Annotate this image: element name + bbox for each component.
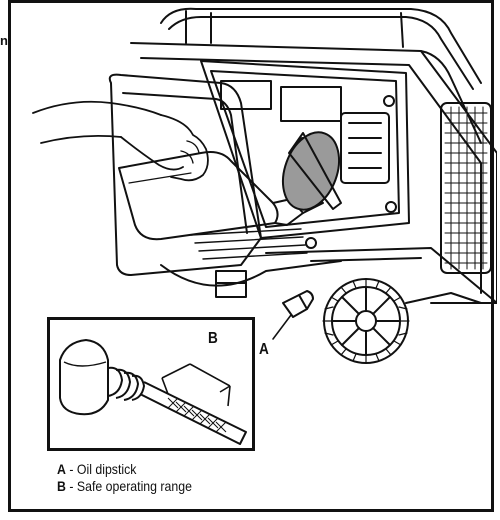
legend-text: Oil dipstick bbox=[76, 461, 137, 477]
step-text-fragment: n. bbox=[0, 33, 12, 48]
callout-b-inset: B bbox=[208, 330, 218, 347]
callout-a: A bbox=[259, 341, 269, 358]
legend-item-b: B - Safe operating range bbox=[57, 478, 192, 495]
figure-frame: B A A - Oil dipstick B - Safe operating … bbox=[8, 0, 497, 512]
legend-separator: - bbox=[65, 461, 77, 477]
legend-item-a: A - Oil dipstick bbox=[57, 461, 192, 478]
dipstick-closeup-illustration bbox=[59, 339, 247, 445]
legend-key: B bbox=[57, 478, 66, 494]
legend-text: Safe operating range bbox=[76, 478, 192, 494]
legend-key: A bbox=[57, 461, 66, 477]
legend-separator: - bbox=[65, 478, 77, 494]
legend: A - Oil dipstick B - Safe operating rang… bbox=[57, 461, 210, 495]
generator-oil-fill-illustration bbox=[32, 7, 497, 364]
dipstick-closeup-inset: B bbox=[47, 317, 255, 451]
